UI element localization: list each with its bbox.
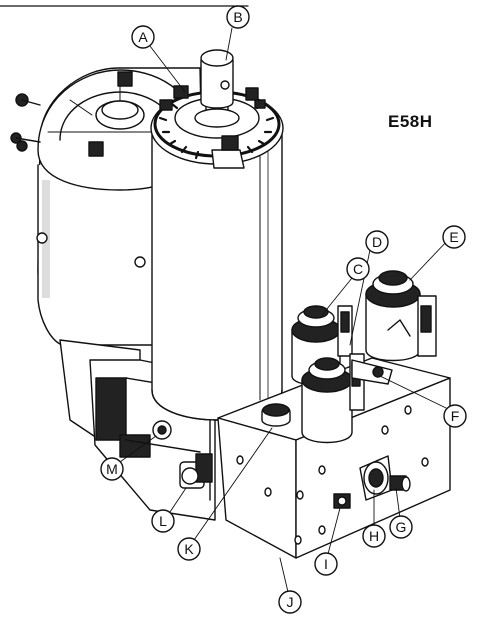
callout-c: C: [346, 257, 370, 281]
model-label: E58H: [388, 112, 433, 131]
callout-b-label: B: [233, 9, 242, 25]
callout-h-label: H: [369, 528, 379, 544]
pressure-fitting: [359, 455, 411, 501]
callout-a: A: [131, 25, 155, 49]
callout-k: K: [177, 537, 201, 561]
callout-l: L: [151, 509, 175, 533]
drive-shaft: [194, 49, 240, 128]
filler-breather-cap: [261, 403, 291, 427]
callout-d: D: [365, 230, 389, 254]
callout-d-label: D: [372, 234, 382, 250]
callout-f: F: [443, 404, 467, 428]
callout-j: J: [278, 590, 302, 614]
callout-b: B: [226, 5, 250, 29]
callout-i: I: [314, 552, 338, 576]
callout-g-label: G: [396, 519, 407, 535]
callout-m: M: [100, 457, 124, 481]
callout-e: E: [442, 225, 466, 249]
callout-a-label: A: [138, 29, 148, 45]
callout-i-label: I: [324, 556, 328, 572]
manifold-block: [152, 357, 451, 559]
callout-m-label: M: [106, 461, 118, 477]
callout-leaders: [119, 27, 449, 593]
pump-motor-cylinder: [150, 49, 284, 421]
callout-c-label: C: [353, 261, 363, 277]
callout-l-label: L: [159, 513, 167, 529]
callout-g: G: [389, 515, 413, 539]
solenoid-valve-lower: [301, 353, 393, 444]
callout-e-label: E: [449, 229, 458, 245]
motor-terminals: [10, 93, 41, 152]
cap-nut: [173, 85, 189, 99]
solenoid-valve-e: [365, 270, 437, 362]
small-port-plug: [333, 493, 351, 509]
callout-f-label: F: [451, 408, 460, 424]
callout-k-label: K: [184, 541, 194, 557]
callout-j-label: J: [287, 594, 294, 610]
port-plug-l: [179, 453, 213, 489]
callout-h: H: [362, 524, 386, 548]
